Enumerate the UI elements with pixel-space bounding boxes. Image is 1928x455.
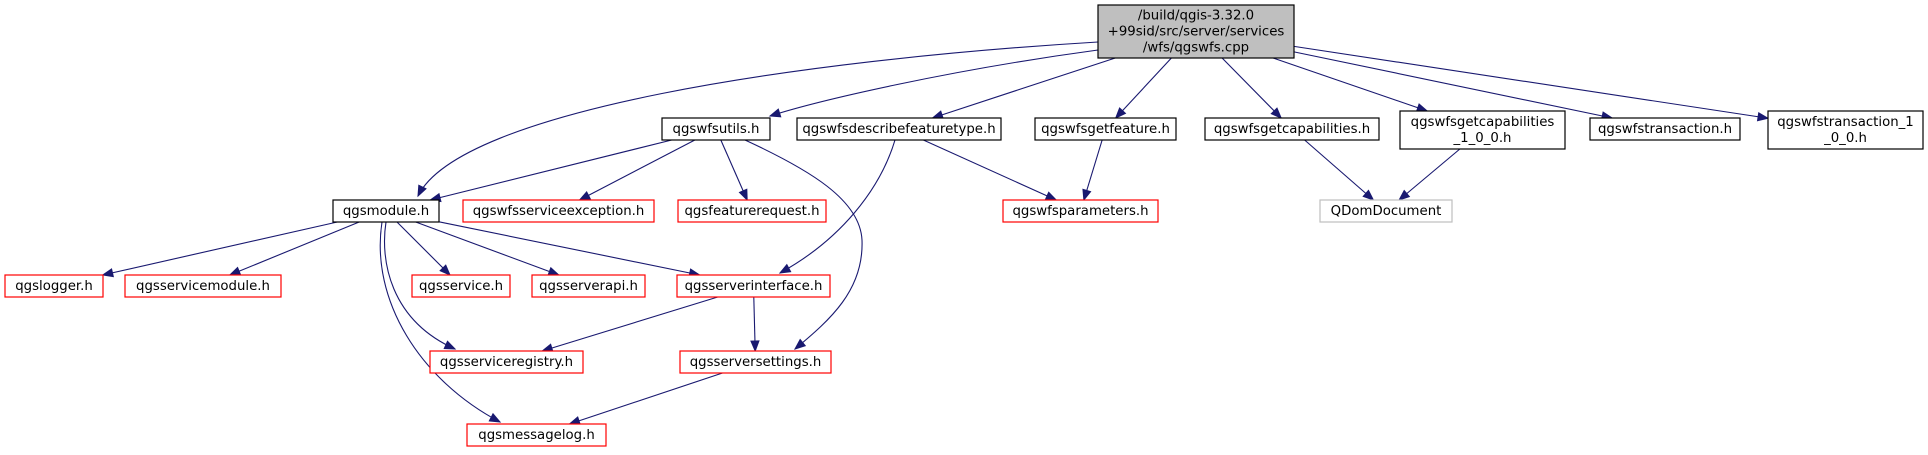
node-getcap100-label-1: _1_0_0.h [1453,131,1512,146]
node-transaction100-box [1767,110,1924,150]
node-qdom[interactable]: QDomDocument [1319,199,1453,223]
edge-qgsmodule-to-registry [383,221,457,350]
edge-getcap100-to-qdom [1398,148,1461,201]
edge-describe-to-serverinterface [778,139,896,274]
edge-qgsmodule-to-serverinterface [438,221,701,278]
node-qgswfsutils-label-0: qgswfsutils.h [673,122,760,137]
node-serviceexception-box [462,199,655,223]
node-servicemodule-label-0: qgsservicemodule.h [136,279,270,294]
node-transaction-box [1589,117,1741,141]
node-getcap[interactable]: qgswfsgetcapabilities.h [1204,117,1380,141]
node-transaction100-label-0: qgswfstransaction_1 [1777,115,1914,130]
edge-serverinterface-to-serversettings [750,296,760,353]
edge-qgsmodule-to-service [396,221,451,276]
node-transaction-label-0: qgswfstransaction.h [1598,122,1732,137]
edge-qgsmodule-to-logger [101,221,338,278]
node-getfeature-label-0: qgswfsgetfeature.h [1041,122,1170,137]
node-service-label-0: qgsservice.h [419,279,503,294]
node-qgswfsutils[interactable]: qgswfsutils.h [661,117,771,141]
node-featurerequest-label-0: qgsfeaturerequest.h [684,204,819,219]
edge-qgswfsutils-to-featurerequest [720,139,748,202]
node-serversettings-label-0: qgsserversettings.h [690,355,822,370]
node-transaction100-label-1: _0_0.h [1823,131,1867,146]
node-parameters[interactable]: qgswfsparameters.h [1002,199,1159,223]
node-parameters-label-0: qgswfsparameters.h [1012,204,1148,219]
node-serversettings[interactable]: qgsserversettings.h [679,350,832,374]
edge-root-to-describe [931,57,1116,120]
node-logger[interactable]: qgslogger.h [4,274,104,298]
edge-root-to-transaction [1293,51,1614,121]
node-describe-box [796,117,1002,141]
edge-qgsmodule-to-servicemodule [228,221,360,276]
node-logger-box [4,274,104,298]
node-serverinterface-label-0: qgsserverinterface.h [685,279,823,294]
node-root-label-1: +99sid/src/server/services [1108,25,1285,40]
edge-qgswfsutils-to-serversettings [744,139,863,350]
edge-qgsmodule-to-serverapi [415,221,561,276]
node-describe[interactable]: qgswfsdescribefeaturetype.h [796,117,1002,141]
node-serviceexception[interactable]: qgswfsserviceexception.h [462,199,655,223]
edge-root-to-qgswfsutils [768,49,1099,118]
node-parameters-box [1002,199,1159,223]
edge-root-to-getfeature [1114,57,1172,119]
node-messagelog[interactable]: qgsmessagelog.h [466,423,607,447]
edge-getfeature-to-parameters [1082,139,1103,202]
node-getfeature[interactable]: qgswfsgetfeature.h [1034,117,1177,141]
node-serverapi-label-0: qgsserverapi.h [539,279,638,294]
node-describe-label-0: qgswfsdescribefeaturetype.h [802,122,995,137]
node-getcap-box [1204,117,1380,141]
node-qdom-box [1319,199,1453,223]
node-transaction100[interactable]: qgswfstransaction_1_0_0.h [1767,110,1924,150]
edge-serversettings-to-messagelog [568,372,723,426]
edge-getcap-to-qdom [1304,139,1375,201]
node-registry[interactable]: qgsserviceregistry.h [429,350,584,374]
edge-qgsmodule-to-messagelog [379,221,502,423]
node-serverapi[interactable]: qgsserverapi.h [531,274,646,298]
node-qgsmodule[interactable]: qgsmodule.h [332,199,440,223]
node-serviceexception-label-0: qgswfsserviceexception.h [473,204,645,219]
edge-root-to-qgsmodule [417,41,1099,198]
node-serverinterface[interactable]: qgsserverinterface.h [676,274,831,298]
node-serversettings-box [679,350,832,374]
node-getcap-label-0: qgswfsgetcapabilities.h [1214,122,1370,137]
node-transaction[interactable]: qgswfstransaction.h [1589,117,1741,141]
node-service-box [411,274,511,298]
edge-root-to-getcap [1221,57,1283,119]
edge-describe-to-parameters [923,139,1058,201]
edge-serverinterface-to-registry [540,296,718,353]
node-qgswfsutils-box [661,117,771,141]
node-getfeature-box [1034,117,1177,141]
node-serverinterface-box [676,274,831,298]
node-root-label-0: /build/qgis-3.32.0 [1138,9,1254,24]
node-root-box [1097,4,1295,59]
node-getcap100[interactable]: qgswfsgetcapabilities_1_0_0.h [1399,110,1566,150]
node-featurerequest-box [677,199,827,223]
node-messagelog-box [466,423,607,447]
edge-root-to-getcap100 [1272,57,1429,113]
node-registry-box [429,350,584,374]
node-getcap100-label-0: qgswfsgetcapabilities [1411,115,1555,130]
node-serverapi-box [531,274,646,298]
node-qdom-label-0: QDomDocument [1331,204,1442,219]
node-getcap100-box [1399,110,1566,150]
node-qgsmodule-box [332,199,440,223]
node-logger-label-0: qgslogger.h [15,279,93,294]
node-servicemodule[interactable]: qgsservicemodule.h [124,274,282,298]
node-messagelog-label-0: qgsmessagelog.h [478,428,595,443]
node-qgsmodule-label-0: qgsmodule.h [343,204,429,219]
node-servicemodule-box [124,274,282,298]
node-registry-label-0: qgsserviceregistry.h [440,355,573,370]
node-root-label-2: /wfs/qgswfs.cpp [1143,41,1249,56]
node-featurerequest[interactable]: qgsfeaturerequest.h [677,199,827,223]
node-service[interactable]: qgsservice.h [411,274,511,298]
edge-root-to-transaction100 [1293,45,1770,122]
node-root: /build/qgis-3.32.0+99sid/src/server/serv… [1097,4,1295,59]
